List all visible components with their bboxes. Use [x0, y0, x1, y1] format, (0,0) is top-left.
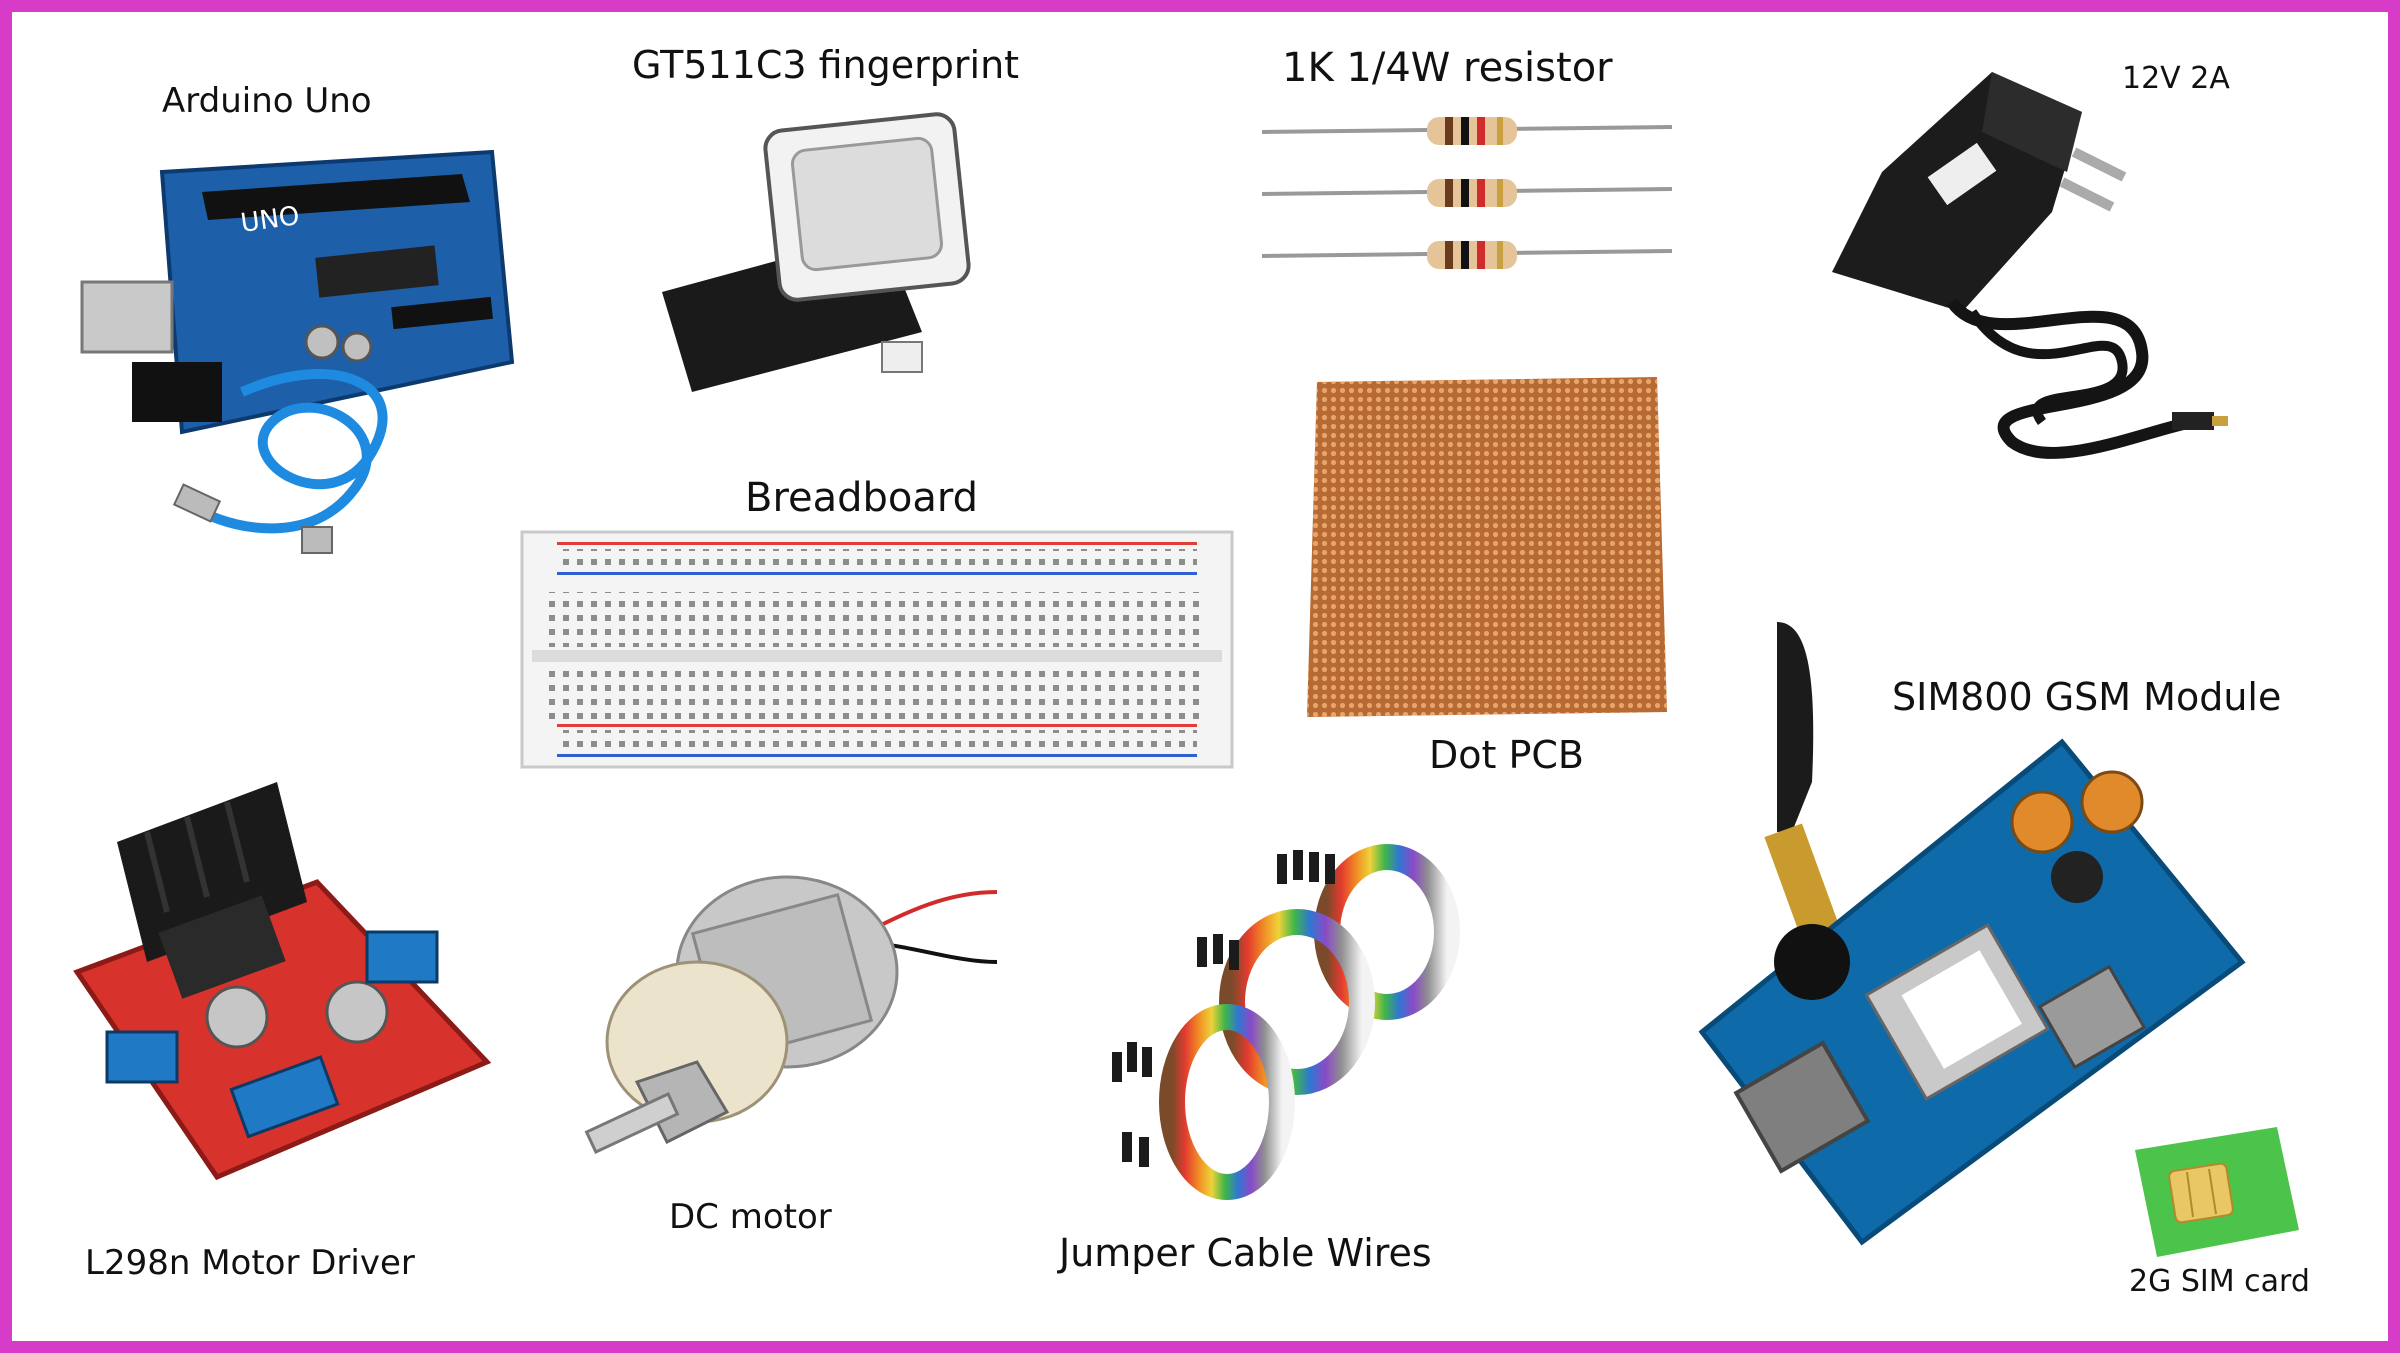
sim-card-icon	[2127, 1122, 2302, 1262]
gsm-module-icon	[1682, 612, 2252, 1262]
dc-motor-label: DC motor	[669, 1197, 832, 1237]
sim-card-label: 2G SIM card	[2129, 1264, 2310, 1299]
jumper-wires-label: Jumper Cable Wires	[1059, 1231, 1432, 1275]
arduino-uno-board-icon: UNO	[72, 132, 552, 572]
power-adapter-icon	[1812, 62, 2232, 482]
breadboard-icon	[517, 527, 1237, 772]
dc-motor-icon	[567, 852, 1007, 1192]
jumper-wires-icon	[1097, 842, 1477, 1202]
fingerprint-label: GT511C3 fingerprint	[632, 43, 1020, 87]
gsm-module-label: SIM800 GSM Module	[1892, 675, 2282, 719]
motor-driver-icon	[67, 772, 497, 1192]
resistor-icon	[1257, 107, 1677, 287]
motor-driver-label: L298n Motor Driver	[85, 1243, 415, 1283]
arduino-uno-label: Arduino Uno	[162, 81, 372, 121]
adapter-label: 12V 2A	[2122, 61, 2230, 96]
fingerprint-sensor-icon	[652, 112, 992, 402]
resistor-label: 1K 1/4W resistor	[1282, 45, 1613, 91]
dot-pcb-icon	[1302, 377, 1672, 717]
breadboard-label: Breadboard	[745, 475, 979, 521]
dot-pcb-label: Dot PCB	[1429, 733, 1585, 777]
